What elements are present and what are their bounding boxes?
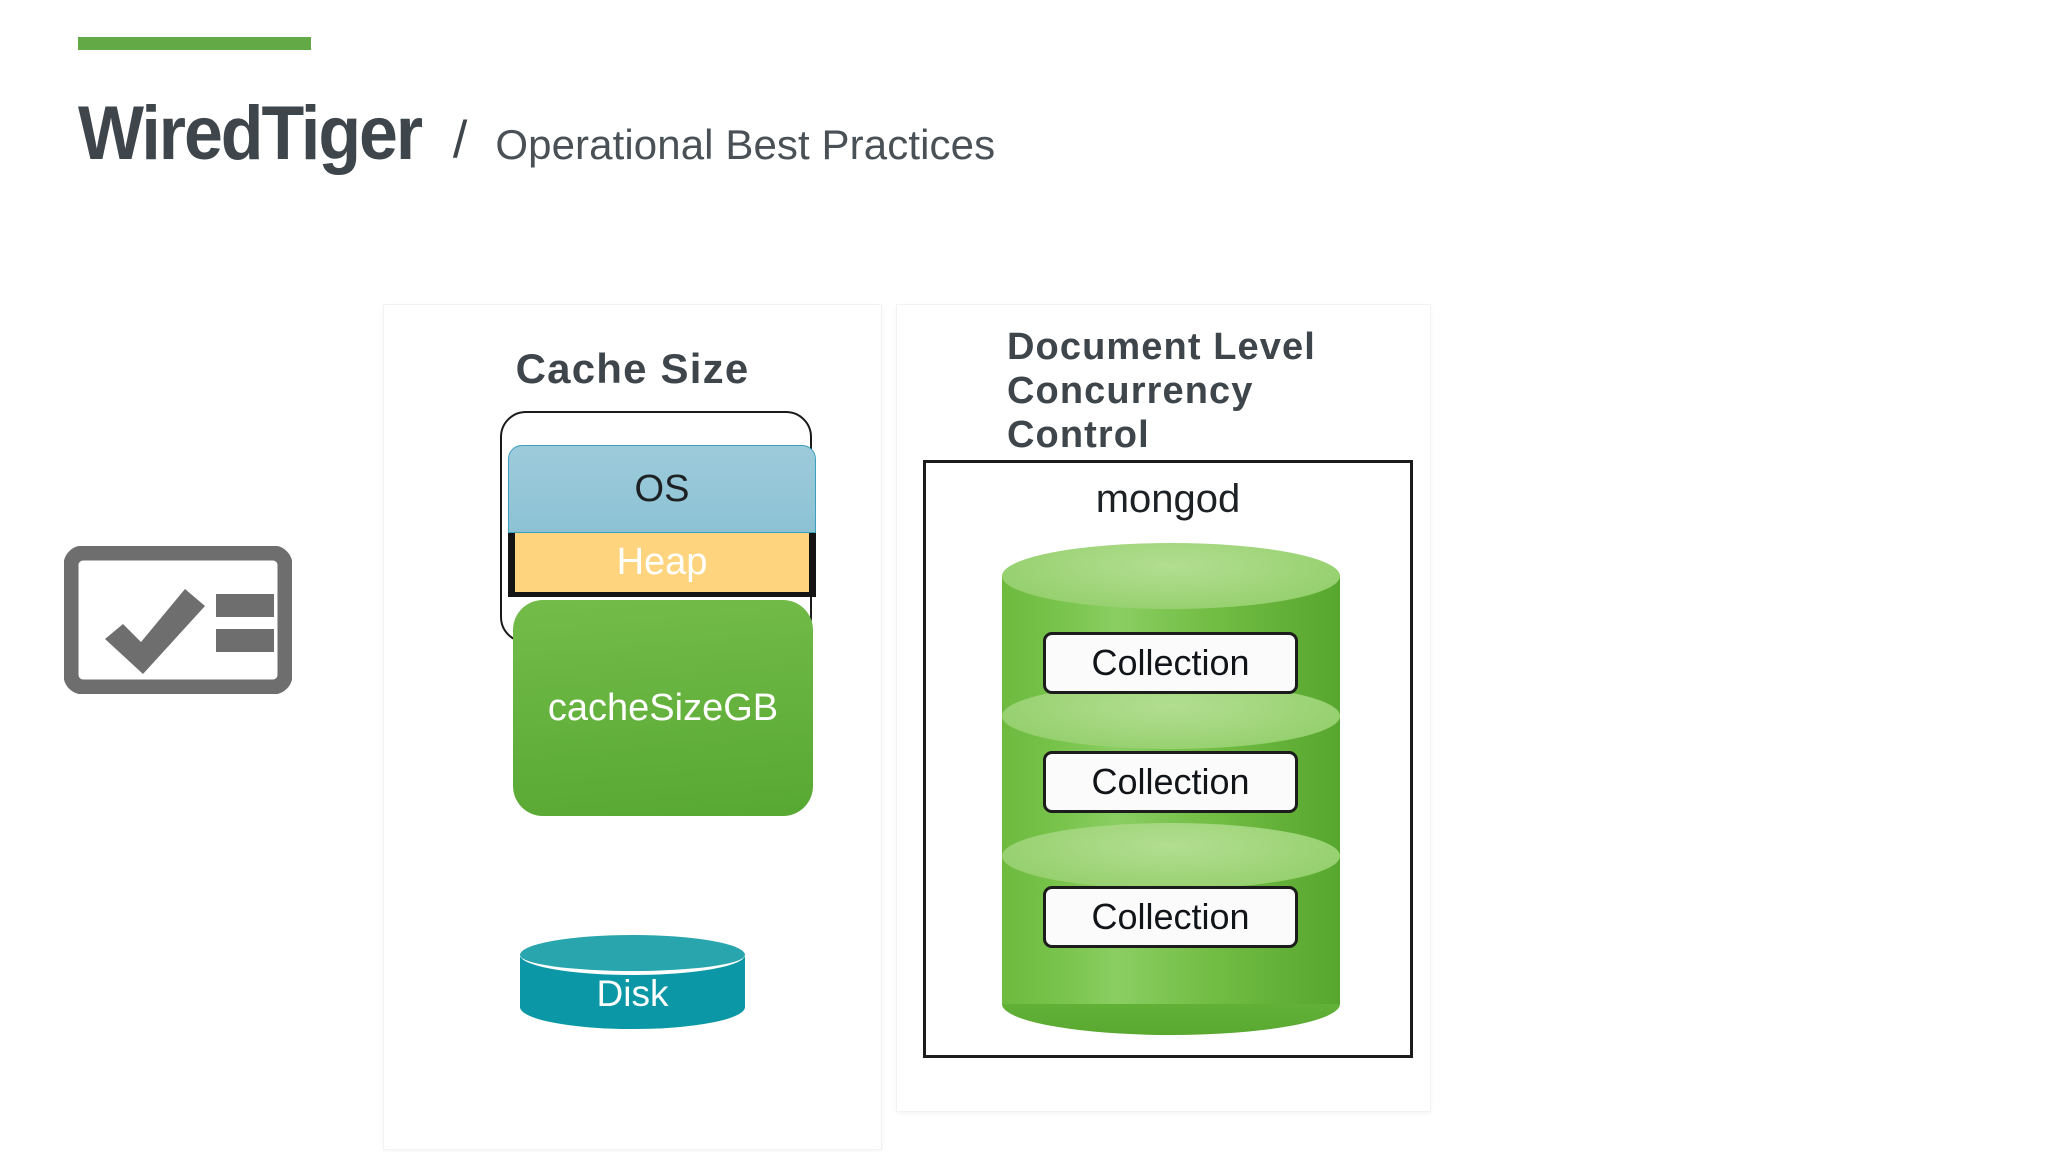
mongod-label: mongod	[1095, 477, 1241, 521]
collection-box-2[interactable]: Collection	[1043, 751, 1298, 813]
memory-layer-cachesizegb-label: cacheSizeGB	[547, 686, 779, 729]
memory-layer-heap-label: Heap	[616, 541, 708, 583]
brand-title: WiredTiger	[78, 91, 423, 176]
collection-box-1[interactable]: Collection	[1043, 632, 1298, 694]
slide-subtitle: Operational Best Practices	[495, 121, 996, 168]
cylinder-top-cap-3	[1002, 823, 1340, 889]
collection-cylinder-stack: Collection Collection Collection	[1002, 543, 1340, 1035]
mongod-container: mongod Collection Collection Collection	[923, 460, 1413, 1058]
panel-cache-size: Cache Size OS Heap cacheSizeGB Disk	[384, 305, 881, 1149]
disk-cylinder-top	[520, 935, 745, 975]
collection-label-3: Collection	[1091, 896, 1250, 937]
cylinder-top-cap-1	[1002, 543, 1340, 609]
checklist-icon	[63, 545, 293, 695]
collection-box-3[interactable]: Collection	[1043, 886, 1298, 948]
title-separator-slash: /	[452, 111, 468, 169]
disk-label: Disk	[596, 973, 669, 1014]
dlcc-title: Document Level Concurrency Control	[1007, 325, 1407, 457]
memory-layer-os: OS	[508, 445, 816, 533]
collection-label-2: Collection	[1091, 761, 1250, 802]
dlcc-title-line-1: Document Level	[1007, 326, 1316, 368]
memory-layer-cachesizegb: cacheSizeGB	[513, 600, 813, 816]
disk-cylinder: Disk	[384, 927, 881, 1067]
dlcc-title-line-2: Concurrency	[1007, 370, 1254, 413]
panel-document-level-concurrency-control: Document Level Concurrency Control mongo…	[897, 305, 1430, 1111]
dlcc-title-line-3: Control	[1007, 414, 1150, 457]
memory-layer-heap: Heap	[508, 533, 816, 597]
slide-title: WiredTiger / Operational Best Practices	[78, 96, 995, 172]
cache-size-title: Cache Size	[515, 345, 750, 392]
collection-label-1: Collection	[1091, 642, 1250, 683]
cylinder-top-cap-2	[1002, 683, 1340, 749]
accent-bar	[78, 37, 311, 50]
memory-layer-os-label: OS	[634, 467, 690, 510]
memory-stack-diagram: OS Heap cacheSizeGB	[384, 411, 881, 901]
